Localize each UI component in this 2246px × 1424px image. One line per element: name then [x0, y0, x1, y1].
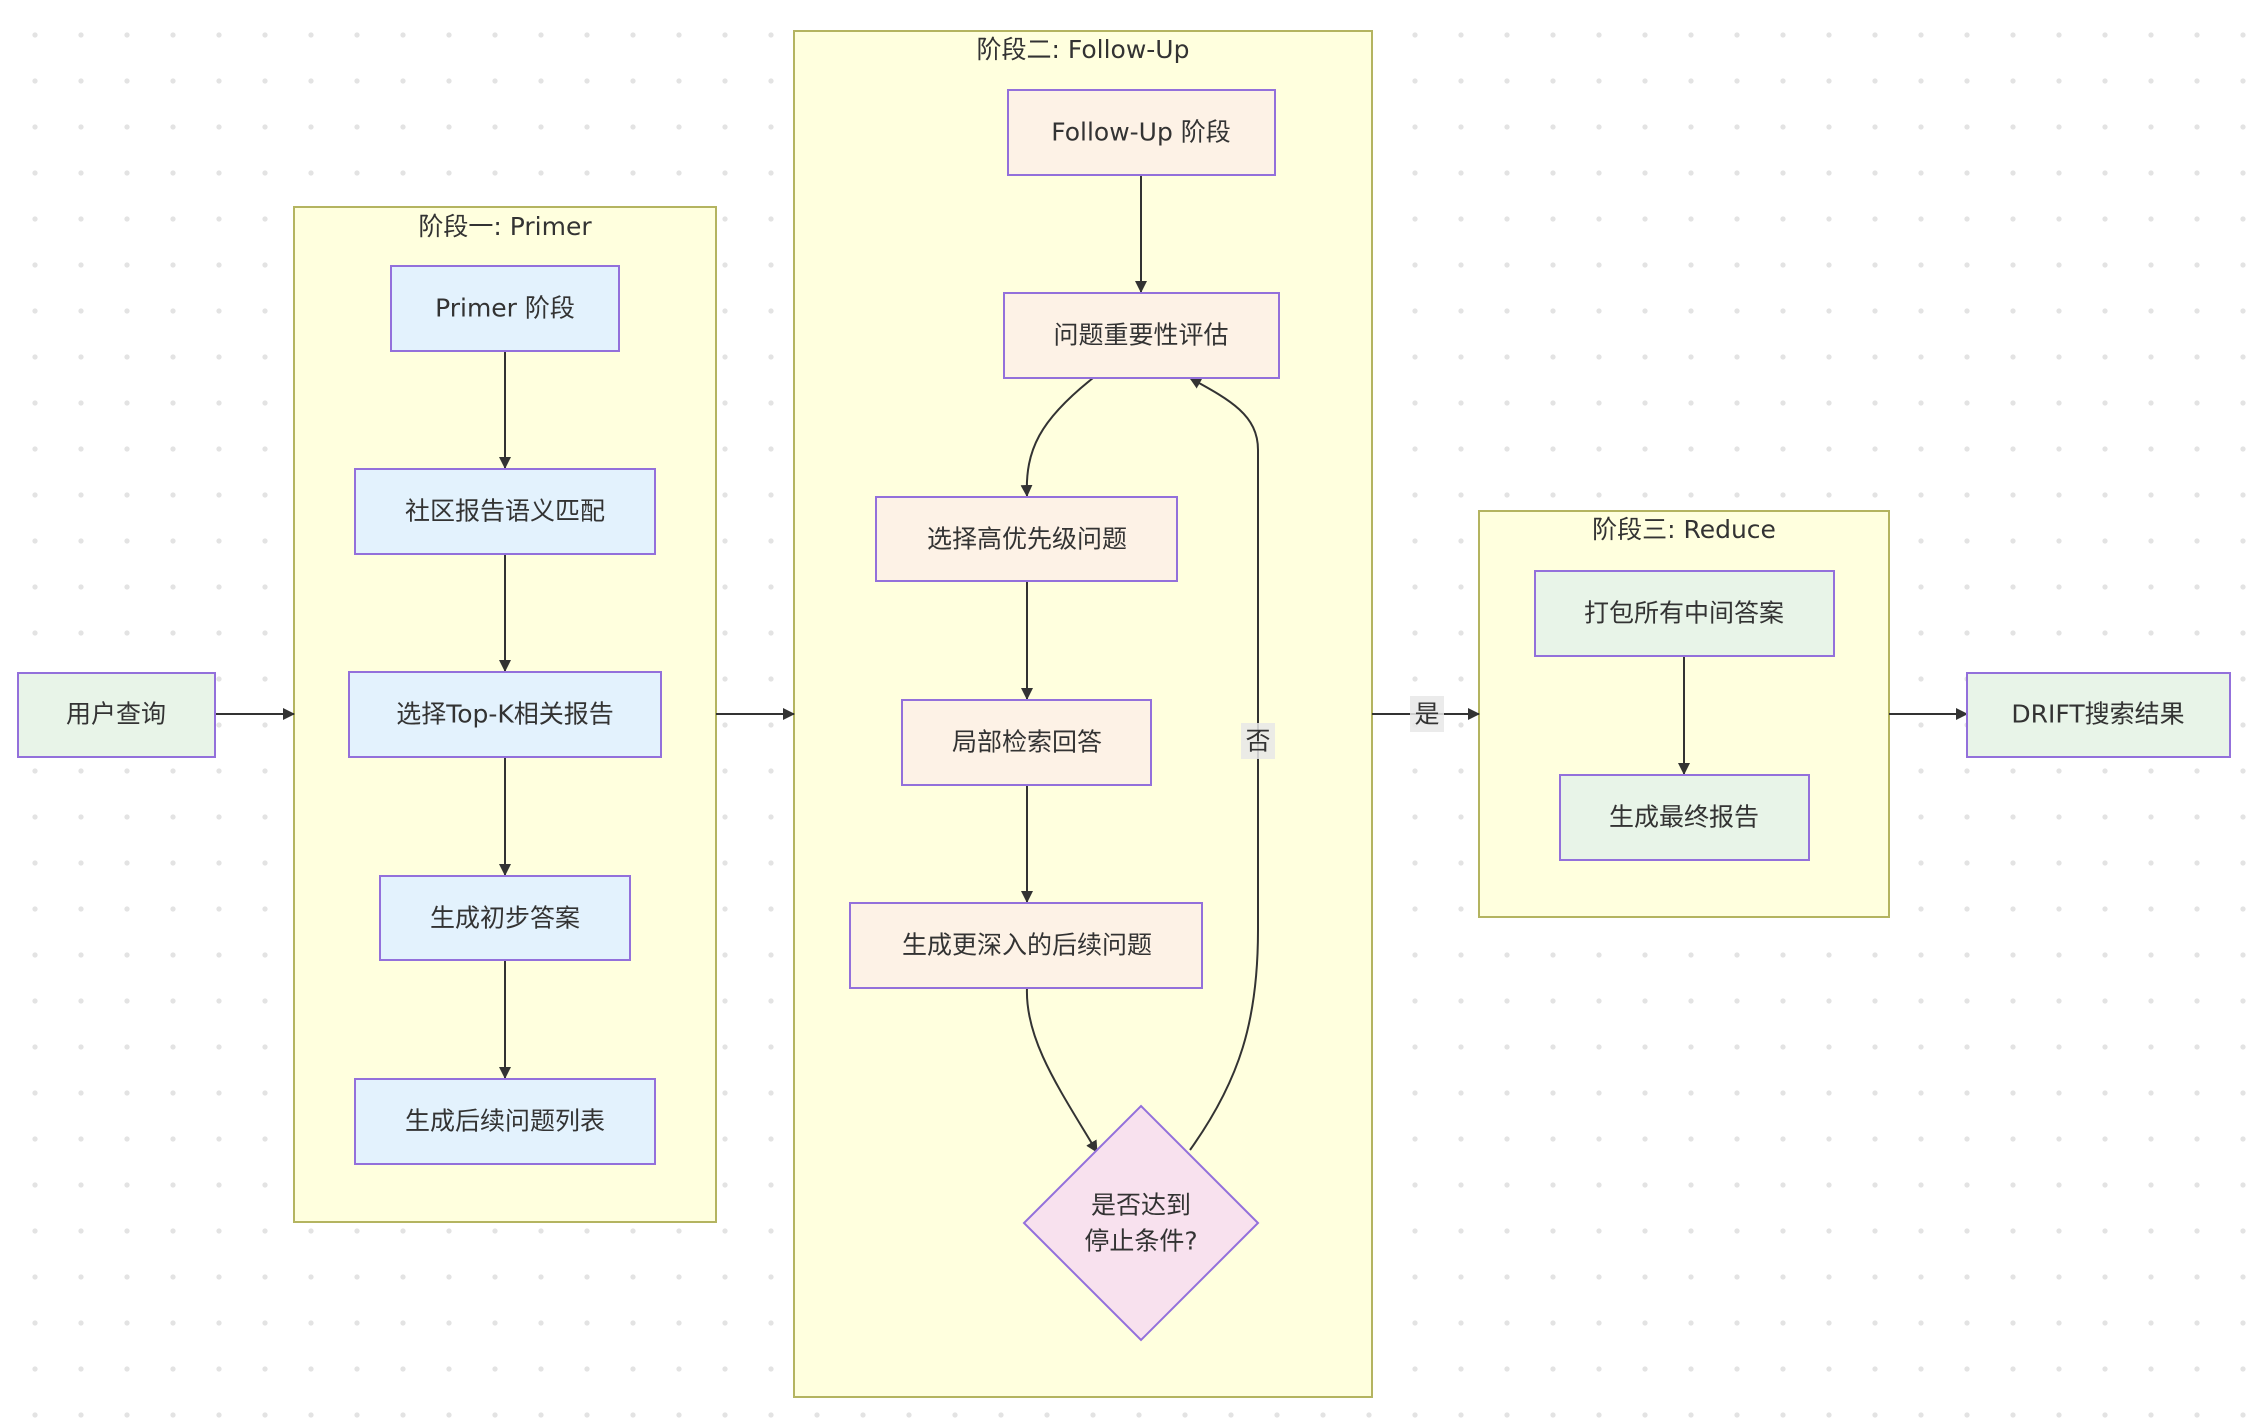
node-pack-answers[interactable]: 打包所有中间答案	[1534, 570, 1835, 657]
node-primer-stage-label: Primer 阶段	[435, 294, 575, 323]
node-local-search[interactable]: 局部检索回答	[901, 699, 1152, 786]
node-select-topk[interactable]: 选择Top-K相关报告	[348, 671, 662, 758]
edge-deeper-to-decision	[1025, 987, 1098, 1153]
edges	[215, 175, 1968, 1153]
node-user-query-label: 用户查询	[66, 700, 166, 729]
node-stop-condition-line1: 是否达到	[1091, 1191, 1191, 1220]
node-local-search-label: 局部检索回答	[952, 728, 1102, 757]
cluster-primer-title: 阶段一: Primer	[418, 212, 592, 241]
edge-label-no: 否	[1241, 723, 1275, 759]
node-deeper-questions-label: 生成更深入的后续问题	[902, 931, 1152, 960]
node-followup-list-label: 生成后续问题列表	[405, 1107, 605, 1136]
node-select-priority-label: 选择高优先级问题	[927, 525, 1127, 554]
edge-label-no-text: 否	[1245, 727, 1270, 756]
node-initial-answer-label: 生成初步答案	[430, 904, 580, 933]
node-followup-list[interactable]: 生成后续问题列表	[354, 1078, 656, 1165]
edge-eval-to-select	[1020, 377, 1094, 497]
cluster-reduce-title: 阶段三: Reduce	[1592, 515, 1776, 544]
node-select-topk-label: 选择Top-K相关报告	[396, 700, 614, 729]
node-community-match[interactable]: 社区报告语义匹配	[354, 468, 656, 555]
node-importance-eval-label: 问题重要性评估	[1053, 321, 1228, 350]
node-primer-stage[interactable]: Primer 阶段	[390, 265, 620, 352]
node-user-query[interactable]: 用户查询	[17, 672, 216, 758]
edge-decision-no-loop	[1189, 377, 1259, 1151]
edge-label-yes: 是	[1410, 696, 1444, 732]
node-final-report-label: 生成最终报告	[1609, 803, 1759, 832]
node-deeper-questions[interactable]: 生成更深入的后续问题	[849, 902, 1203, 989]
node-stop-condition-decision[interactable]: 是否达到 停止条件?	[1022, 1104, 1260, 1342]
node-community-match-label: 社区报告语义匹配	[405, 497, 605, 526]
node-followup-stage[interactable]: Follow-Up 阶段	[1007, 89, 1276, 176]
node-select-priority[interactable]: 选择高优先级问题	[875, 496, 1178, 582]
node-final-report[interactable]: 生成最终报告	[1559, 774, 1810, 861]
node-drift-result-label: DRIFT搜索结果	[2011, 700, 2184, 729]
node-initial-answer[interactable]: 生成初步答案	[379, 875, 631, 961]
node-followup-stage-label: Follow-Up 阶段	[1051, 118, 1231, 147]
cluster-followup-title: 阶段二: Follow-Up	[977, 35, 1190, 64]
node-pack-answers-label: 打包所有中间答案	[1584, 599, 1784, 628]
edge-label-yes-text: 是	[1414, 700, 1439, 729]
node-drift-result[interactable]: DRIFT搜索结果	[1966, 672, 2231, 758]
node-importance-eval[interactable]: 问题重要性评估	[1003, 292, 1280, 379]
node-stop-condition-line2: 停止条件?	[1084, 1227, 1197, 1256]
